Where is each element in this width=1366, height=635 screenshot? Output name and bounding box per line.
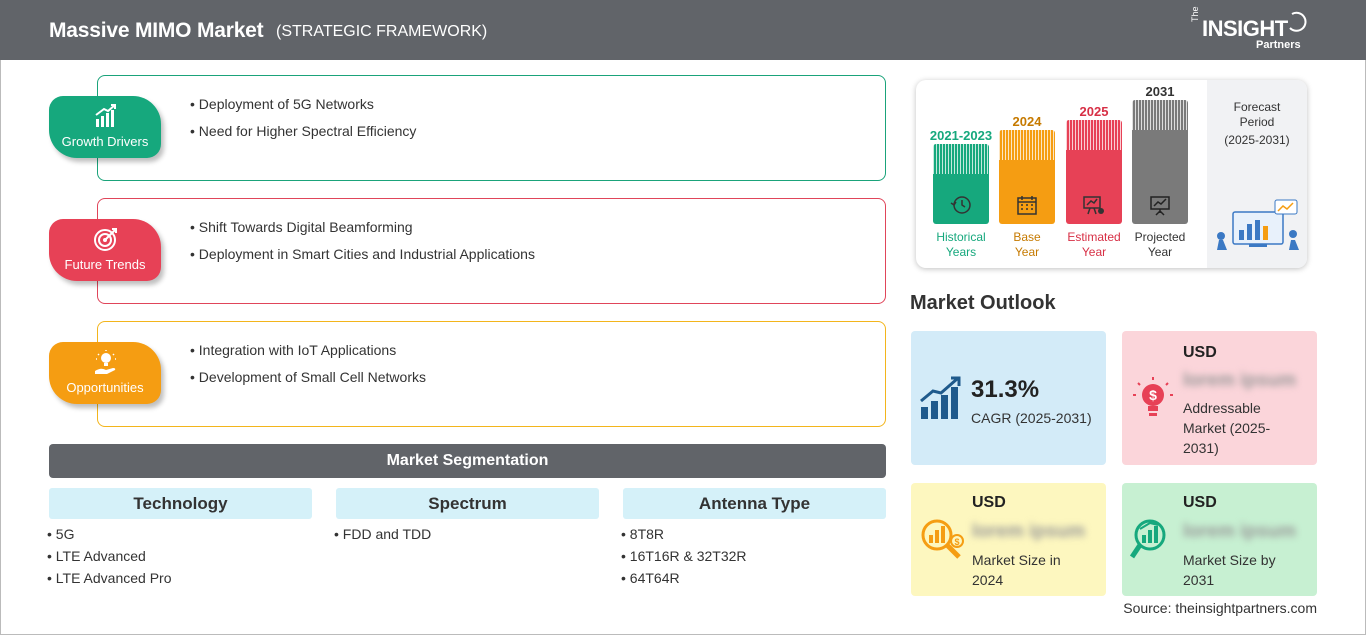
segment-heading-antenna-type: Antenna Type bbox=[623, 488, 886, 519]
addressable-value-redacted: lorem ipsum bbox=[1183, 370, 1296, 391]
header-bar: Massive MIMO Market (STRATEGIC FRAMEWORK… bbox=[0, 0, 1366, 60]
segment-item: LTE Advanced Pro bbox=[47, 570, 172, 586]
presentation-board-icon bbox=[1150, 196, 1170, 216]
timeline-year: 2025 bbox=[1079, 104, 1109, 119]
insight-partners-logo: The INSIGHT Partners bbox=[1190, 6, 1310, 54]
timeline-year: 2031 bbox=[1145, 84, 1175, 99]
page-title: Massive MIMO Market bbox=[49, 19, 264, 42]
size-2024-value-redacted: lorem ipsum bbox=[972, 521, 1085, 542]
logo-arc-icon bbox=[1289, 11, 1307, 32]
growth-drivers-label: Growth Drivers bbox=[61, 134, 149, 149]
future-trend-item: Shift Towards Digital Beamforming bbox=[190, 219, 535, 235]
page-subtitle: (STRATEGIC FRAMEWORK) bbox=[276, 23, 488, 40]
growth-driver-item: Need for Higher Spectral Efficiency bbox=[190, 123, 417, 139]
opportunities-box: Integration with IoT Applications Develo… bbox=[97, 321, 886, 427]
segment-heading-technology: Technology bbox=[49, 488, 312, 519]
segment-item: 8T8R bbox=[621, 526, 747, 542]
addressable-currency: USD bbox=[1183, 344, 1217, 361]
timeline-bar bbox=[999, 130, 1055, 224]
target-icon bbox=[94, 228, 117, 251]
opportunity-item: Integration with IoT Applications bbox=[190, 342, 426, 358]
timeline-bar bbox=[933, 144, 989, 224]
timeline-year: 2024 bbox=[1012, 114, 1042, 129]
growth-driver-item: Deployment of 5G Networks bbox=[190, 96, 416, 112]
growth-drivers-box: Deployment of 5G Networks Need for Highe… bbox=[97, 75, 886, 181]
cagr-label: CAGR (2025-2031) bbox=[971, 410, 1092, 426]
analytics-illustration-icon bbox=[1217, 199, 1299, 250]
magnifier-chart-icon: $ bbox=[921, 519, 964, 559]
cagr-value: 31.3% bbox=[971, 376, 1040, 403]
opportunities-label: Opportunities bbox=[66, 380, 144, 395]
estimate-board-icon bbox=[1083, 196, 1104, 215]
segment-list-technology: 5G LTE Advanced LTE Advanced Pro bbox=[47, 526, 172, 592]
growth-chart-icon bbox=[95, 104, 116, 127]
timeline-year: 2021-2023 bbox=[929, 128, 993, 143]
segment-item: 64T64R bbox=[621, 570, 747, 586]
logo-partners-text: Partners bbox=[1256, 39, 1301, 51]
segment-list-antenna-type: 8T8R 16T16R & 32T32R 64T64R bbox=[621, 526, 747, 592]
timeline-bar bbox=[1132, 100, 1188, 224]
growth-bars-icon bbox=[920, 376, 961, 419]
segment-item: LTE Advanced bbox=[47, 548, 172, 564]
market-outlook-title: Market Outlook bbox=[910, 292, 1056, 314]
cagr-card: 31.3% CAGR (2025-2031) bbox=[911, 331, 1106, 465]
dollar-lightbulb-icon: $ bbox=[1133, 377, 1173, 416]
logo-insight-text: INSIGHT bbox=[1202, 16, 1288, 41]
calendar-icon bbox=[1017, 196, 1037, 215]
svg-text:$: $ bbox=[954, 537, 959, 547]
opportunity-item: Development of Small Cell Networks bbox=[190, 369, 426, 385]
segment-item: 16T16R & 32T32R bbox=[621, 548, 747, 564]
source-credit: Source: theinsightpartners.com bbox=[1123, 600, 1317, 616]
magnifier-growth-icon bbox=[1130, 519, 1166, 559]
segmentation-title: Market Segmentation bbox=[49, 444, 886, 478]
future-trends-box: Shift Towards Digital Beamforming Deploy… bbox=[97, 198, 886, 304]
lightbulb-hand-icon bbox=[95, 350, 116, 374]
size-2031-currency: USD bbox=[1183, 494, 1217, 511]
history-clock-icon bbox=[950, 196, 971, 214]
size-2031-value-redacted: lorem ipsum bbox=[1183, 521, 1296, 542]
size-2024-currency: USD bbox=[972, 494, 1006, 511]
forecast-period-years: (2025-2031) bbox=[1224, 133, 1290, 147]
segment-item: FDD and TDD bbox=[334, 526, 431, 542]
segment-heading-spectrum: Spectrum bbox=[336, 488, 599, 519]
future-trend-item: Deployment in Smart Cities and Industria… bbox=[190, 246, 535, 262]
svg-text:$: $ bbox=[1149, 387, 1157, 403]
opportunities-tag: Opportunities bbox=[49, 342, 161, 404]
timeline-bar bbox=[1066, 120, 1122, 224]
logo-the-text: The bbox=[1190, 6, 1200, 22]
future-trends-tag: Future Trends bbox=[49, 219, 161, 281]
future-trends-label: Future Trends bbox=[64, 257, 146, 272]
segment-list-spectrum: FDD and TDD bbox=[334, 526, 431, 548]
segment-item: 5G bbox=[47, 526, 172, 542]
growth-drivers-tag: Growth Drivers bbox=[49, 96, 161, 158]
